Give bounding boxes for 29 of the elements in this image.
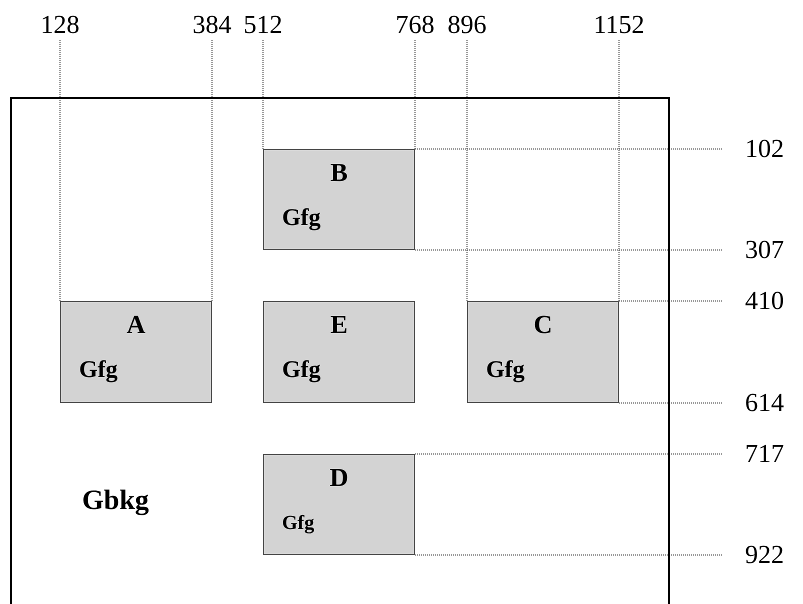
foreground-label: Gfg xyxy=(79,358,118,382)
foreground-label: Gfg xyxy=(282,358,321,382)
dimension-value: 768 xyxy=(396,12,434,38)
box-letter: E xyxy=(329,312,349,338)
element-box xyxy=(263,454,415,555)
dimension-value: 384 xyxy=(192,12,232,38)
dimension-value: 128 xyxy=(40,12,80,38)
background-label: Gbkg xyxy=(82,487,149,515)
dimension-value: 1152 xyxy=(594,12,645,38)
dimension-value: 896 xyxy=(448,12,486,38)
foreground-label: Gfg xyxy=(486,358,525,382)
dimension-value: 307 xyxy=(745,237,784,263)
dimension-value: 512 xyxy=(244,12,282,38)
element-box xyxy=(263,301,415,403)
box-letter: C xyxy=(532,312,554,338)
box-letter: B xyxy=(329,160,349,186)
dimension-value: 922 xyxy=(745,542,784,568)
element-box xyxy=(263,149,415,250)
element-box xyxy=(467,301,619,403)
element-box xyxy=(60,301,212,403)
foreground-label: Gfg xyxy=(282,513,314,533)
foreground-label: Gfg xyxy=(282,206,321,230)
box-letter: D xyxy=(328,465,350,491)
box-letter: A xyxy=(126,312,146,338)
dimension-value: 102 xyxy=(745,136,784,162)
dimension-value: 614 xyxy=(745,390,784,416)
dimension-value: 410 xyxy=(745,288,784,314)
area-frame xyxy=(10,97,670,604)
dimension-value: 717 xyxy=(745,441,784,467)
